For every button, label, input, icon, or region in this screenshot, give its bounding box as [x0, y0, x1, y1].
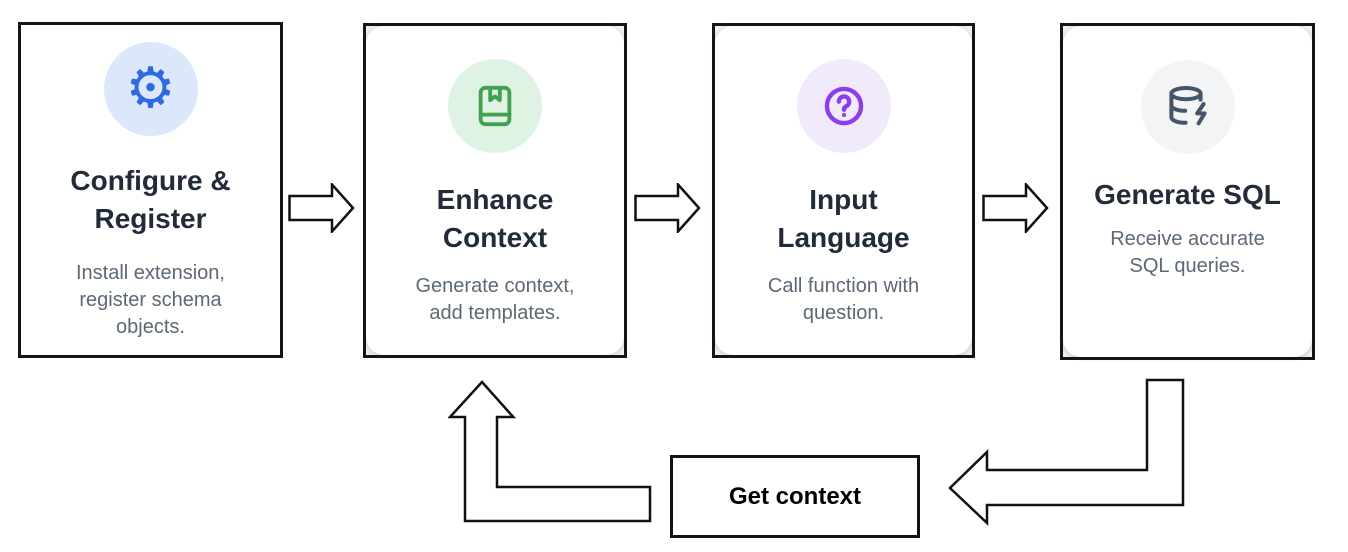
flow-arrow-right-1	[288, 183, 355, 233]
icon-circle: ⚙	[103, 42, 198, 136]
step-title: Enhance Context	[436, 184, 554, 253]
icon-circle	[796, 59, 891, 153]
flow-arrow-right-3	[982, 183, 1049, 233]
book-icon	[478, 85, 512, 127]
help-circle-icon	[824, 86, 863, 126]
get-context-box: Get context	[670, 455, 920, 538]
step-card-input-language: Input Language Call function with questi…	[712, 23, 975, 358]
card-surface: Input Language Call function with questi…	[715, 26, 972, 355]
card-surface: Enhance Context Generate context, add te…	[366, 26, 624, 355]
icon-circle	[448, 59, 542, 153]
gear-icon: ⚙	[125, 56, 176, 121]
step-title: Generate SQL	[1094, 179, 1281, 210]
icon-circle	[1140, 60, 1235, 154]
step-card-configure-register: ⚙ Configure & Register Install extension…	[18, 22, 283, 358]
card-surface: ⚙ Configure & Register Install extension…	[21, 25, 280, 355]
loop-arrow-from-generate-sql	[948, 378, 1185, 526]
step-description: Generate context, add templates.	[415, 275, 575, 324]
step-description: Install extension, register schema objec…	[76, 262, 225, 338]
get-context-label: Get context	[728, 482, 862, 510]
database-zap-icon	[1168, 86, 1207, 126]
loop-arrow-up-to-enhance-context	[448, 380, 652, 523]
step-description: Receive accurate SQL queries.	[1110, 228, 1265, 277]
step-title: Configure & Register	[70, 165, 231, 234]
step-card-enhance-context: Enhance Context Generate context, add te…	[363, 23, 627, 358]
step-description: Call function with question.	[767, 275, 920, 324]
flow-arrow-right-2	[634, 183, 701, 233]
card-surface: Generate SQL Receive accurate SQL querie…	[1063, 26, 1312, 357]
step-title: Input Language	[777, 184, 910, 253]
step-card-generate-sql: Generate SQL Receive accurate SQL querie…	[1060, 23, 1315, 360]
